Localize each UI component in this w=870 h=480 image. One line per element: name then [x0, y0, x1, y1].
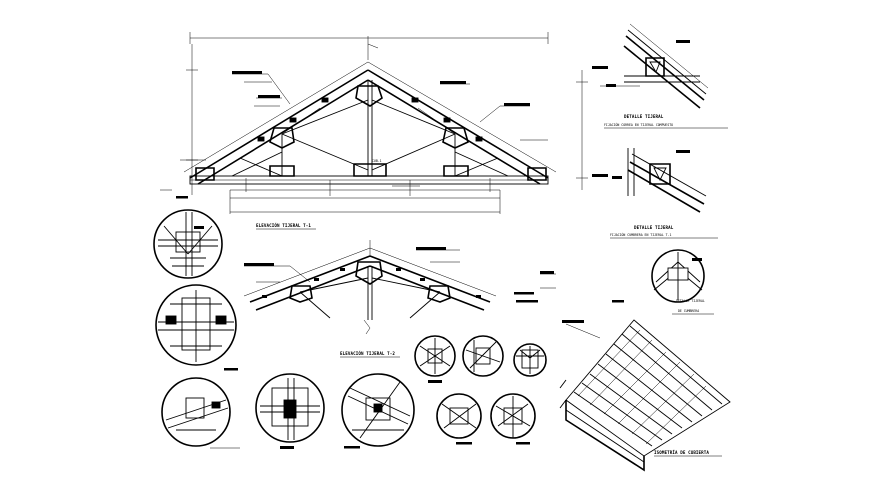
detail-panel-2 [612, 148, 707, 213]
truss-elevation-secondary [243, 240, 556, 335]
title-detail-3: DETALLE TIJERAL [676, 299, 705, 303]
detail-circle-1 [153, 209, 223, 279]
subtitle-detail-2: FIJACIÓN CUMBRERA EN TIJERAL T-1 [610, 232, 671, 237]
title-elevation-b: ELEVACIÓN TIJERAL T-2 [340, 351, 395, 356]
detail-circle-8 [513, 343, 547, 377]
title-isometric: ISOMETRÍA DE CUBIERTA [654, 450, 709, 455]
detail-circle-4 [255, 373, 325, 449]
title-detail-1: DETALLE TIJERAL [624, 114, 664, 119]
detail-circle-10 [490, 393, 536, 439]
detail-circle-3 [161, 377, 240, 449]
detail-panel-1 [600, 23, 709, 109]
isometric-roof [559, 319, 731, 472]
subtitle-detail-1: FIJACIÓN CORREA EN TIJERAL COMPUESTO [604, 122, 673, 127]
title-elevation-a: ELEVACIÓN TIJERAL T-1 [256, 223, 311, 228]
subtitle-detail-3: DE CUMBRERA [678, 309, 699, 313]
detail-circle-6 [414, 335, 456, 383]
detail-circle-2 [155, 284, 237, 366]
annotation-tags [176, 196, 624, 449]
detail-circle-7 [462, 335, 504, 377]
detail-circle-9 [436, 393, 482, 439]
detail-circle-5 [341, 373, 415, 447]
detail-circle-11 [651, 249, 705, 303]
node-label: CUB-1 [372, 159, 382, 163]
truss-elevation-main: CUB-1 [160, 32, 608, 214]
title-detail-2: DETALLE TIJERAL [634, 225, 674, 230]
